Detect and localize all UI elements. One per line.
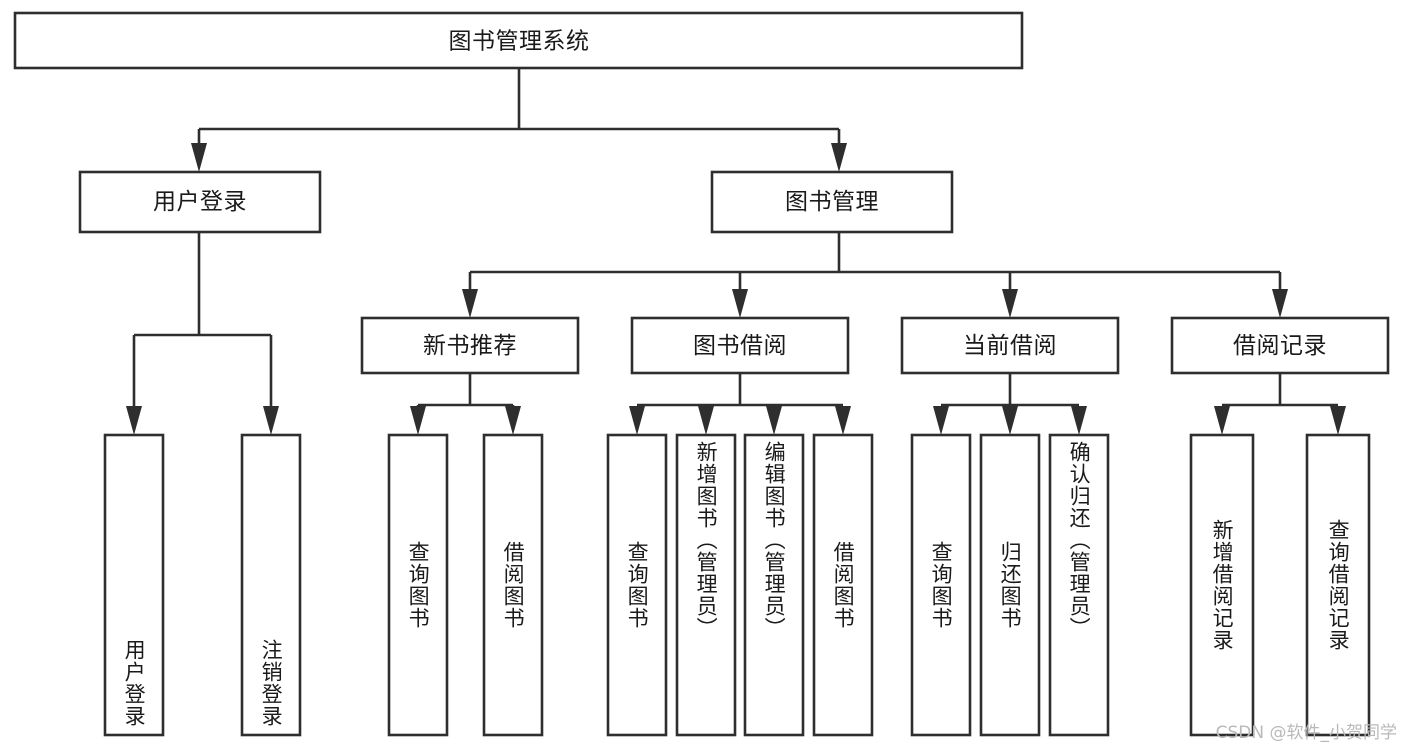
node-root-label: 图书管理系统 (449, 29, 590, 55)
node-book-borrow-label: 图书借阅 (693, 333, 787, 359)
connector-layer (126, 68, 1346, 435)
arrow-leaf-nb-query-book (410, 406, 426, 435)
node-user-login[interactable] (78, 170, 322, 234)
node-book-management-label: 图书管理 (785, 189, 879, 215)
node-layer: 图书管理系统 用户登录 图书管理 新书推荐 图书借阅 当前借阅 借阅记录 (13, 11, 1390, 737)
leaf-bb-query-book[interactable] (606, 433, 668, 737)
arrow-leaf-cb-return-book (1002, 406, 1018, 435)
arrow-book-manage (831, 143, 847, 172)
leaf-cb-query-book[interactable] (910, 433, 972, 737)
arrow-leaf-logout (263, 406, 279, 435)
node-book-borrow[interactable] (630, 316, 850, 375)
arrow-current-borrow (1002, 289, 1018, 318)
leaf-cb-return-book[interactable] (979, 433, 1041, 737)
arrow-leaf-br-query-record (1330, 406, 1346, 435)
arrow-leaf-nb-borrow-book (505, 406, 521, 435)
arrow-leaf-cb-confirm-return (1071, 406, 1087, 435)
node-borrow-record-label: 借阅记录 (1233, 333, 1327, 359)
node-borrow-record[interactable] (1170, 316, 1390, 375)
arrow-leaf-br-add-record (1214, 406, 1230, 435)
leaf-nb-query-book[interactable] (387, 433, 449, 737)
leaf-nb-borrow-book[interactable] (482, 433, 544, 737)
node-user-login-label: 用户登录 (153, 189, 247, 215)
node-root-library-system[interactable] (13, 11, 1024, 70)
leaf-cb-confirm-return[interactable] (1048, 433, 1110, 737)
arrow-leaf-user-login (126, 406, 142, 435)
leaf-bb-edit-book[interactable] (743, 433, 805, 737)
arrow-leaf-bb-edit-book (766, 406, 782, 435)
node-current-borrow[interactable] (900, 316, 1120, 375)
arrow-leaf-bb-query-book (629, 406, 645, 435)
leaf-bb-add-book[interactable] (675, 433, 737, 737)
node-new-book-recommend-label: 新书推荐 (423, 333, 517, 359)
watermark-text: CSDN @软件_小贺同学 (1215, 723, 1397, 743)
leaf-user-login[interactable] (103, 433, 165, 737)
arrow-leaf-bb-borrow-book (835, 406, 851, 435)
arrow-book-borrow (732, 289, 748, 318)
arrow-new-book-recommend (462, 289, 478, 318)
arrow-leaf-cb-query-book (933, 406, 949, 435)
leaf-logout[interactable] (240, 433, 302, 737)
node-book-management[interactable] (710, 170, 954, 234)
leaf-br-add-record[interactable] (1189, 433, 1255, 737)
arrow-user-login (191, 143, 207, 172)
node-current-borrow-label: 当前借阅 (963, 333, 1057, 359)
leaf-bb-borrow-book[interactable] (812, 433, 874, 737)
arrow-leaf-bb-add-book (698, 406, 714, 435)
arrow-borrow-record (1272, 289, 1288, 318)
leaf-br-query-record[interactable] (1305, 433, 1371, 737)
node-new-book-recommend[interactable] (360, 316, 580, 375)
